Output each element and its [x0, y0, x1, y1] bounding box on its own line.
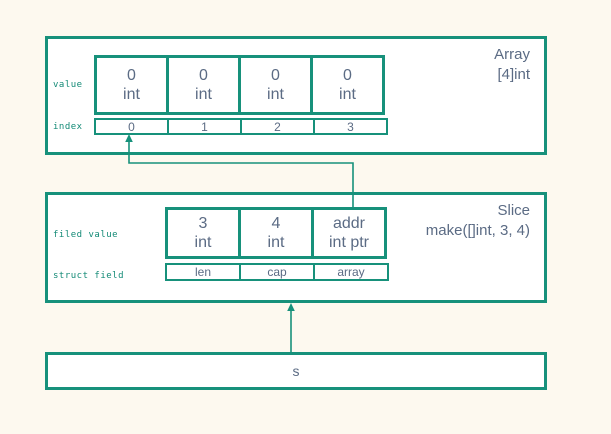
slice-field-len: len: [165, 263, 241, 281]
slice-field-array: array: [313, 263, 389, 281]
slice-cap-cell: 4 int: [238, 207, 314, 259]
array-value-type: int: [267, 86, 284, 103]
slice-len-value: 3: [198, 215, 208, 232]
array-value-cell: 0 int: [310, 55, 385, 115]
array-index-cell: 2: [240, 118, 315, 135]
array-value-type: int: [339, 86, 356, 103]
slice-caption-line2: make([]int, 3, 4): [425, 222, 530, 239]
array-value-cell: 0 int: [94, 55, 169, 115]
array-value-row-label: value: [53, 80, 83, 90]
slice-len-type: int: [194, 234, 212, 251]
slice-field-row-label: struct field: [53, 271, 125, 281]
array-value: 0: [127, 67, 136, 84]
array-value-cell: 0 int: [238, 55, 313, 115]
array-value-type: int: [195, 86, 212, 103]
array-caption-line2: [4]int: [497, 66, 530, 83]
array-index-row: 0 1 2 3: [94, 118, 388, 135]
array-index-row-label: index: [53, 122, 83, 132]
array-index-cell: 3: [313, 118, 388, 135]
variable-container: [45, 352, 547, 390]
slice-array-type: int ptr: [328, 234, 369, 251]
slice-value-row-label: filed value: [53, 230, 119, 240]
slice-field-row: len cap array: [165, 263, 389, 281]
array-value-type: int: [123, 86, 140, 103]
array-value-row: 0 int 0 int 0 int 0 int: [94, 55, 385, 115]
slice-array-cell: addr int ptr: [311, 207, 387, 259]
variable-pointer-connector: [287, 303, 295, 352]
slice-array-value: addr: [332, 215, 366, 232]
slice-value-row: 3 int 4 int addr int ptr: [165, 207, 387, 259]
slice-field-cap: cap: [239, 263, 315, 281]
array-caption-line1: Array: [494, 46, 530, 63]
array-index-cell: 0: [94, 118, 169, 135]
slice-caption: Slice make([]int, 3, 4): [426, 201, 530, 241]
slice-cap-type: int: [267, 234, 285, 251]
array-value: 0: [343, 67, 352, 84]
array-value-cell: 0 int: [166, 55, 241, 115]
array-value: 0: [271, 67, 280, 84]
array-index-cell: 1: [167, 118, 242, 135]
array-value: 0: [199, 67, 208, 84]
slice-caption-line1: Slice: [497, 202, 530, 219]
slice-len-cell: 3 int: [165, 207, 241, 259]
array-caption: Array [4]int: [494, 45, 530, 85]
slice-cap-value: 4: [271, 215, 281, 232]
